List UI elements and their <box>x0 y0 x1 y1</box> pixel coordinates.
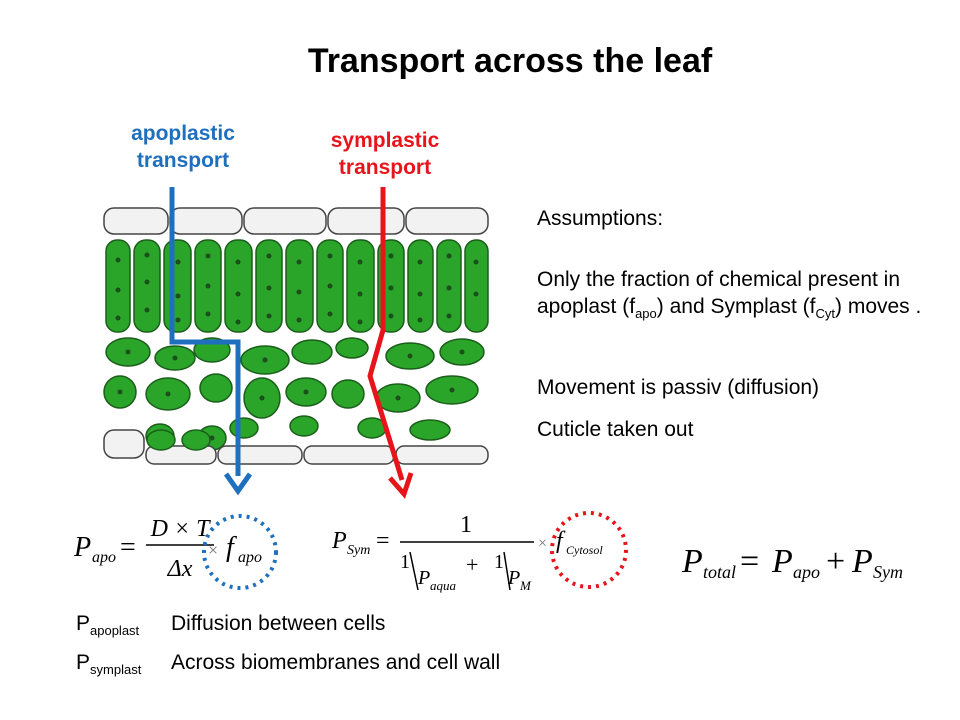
eq-sym-term1-den-sub: aqua <box>430 578 457 593</box>
equation-p-sym: P Sym = 1 1 P aqua + 1 P M × f Cytosol <box>331 511 628 593</box>
equation-p-total: P total = P apo + P Sym <box>681 543 903 582</box>
legend-symplast-symbol: Psymplast <box>76 651 171 678</box>
legend-apoplast-desc: Diffusion between cells <box>171 612 386 635</box>
apoplastic-route-arrow <box>169 187 253 496</box>
eq-total-plus: + <box>826 543 845 580</box>
eq-sym-term2-num: 1 <box>494 551 504 573</box>
assumptions-heading: Assumptions: <box>537 207 664 230</box>
eq-sym-term2-den-sub: M <box>519 578 532 593</box>
legend-symplast-desc: Across biomembranes and cell wall <box>171 651 501 674</box>
eq-sym-term2-den: P <box>507 567 520 589</box>
eq-apo-equals: = <box>120 532 136 563</box>
eq-total-term2: P <box>851 543 873 580</box>
symplastic-route-arrow <box>367 187 414 499</box>
assumption-1-part3: ) moves . <box>835 295 922 318</box>
equation-p-apo: P apo = D × T Δx × f apo <box>73 514 278 590</box>
symplastic-label-line1: symplastic <box>330 129 440 152</box>
palisade-cells <box>105 239 489 333</box>
assumption-fraction: Only the fraction of chemical present in… <box>537 266 937 320</box>
eq-sym-term1-den: P <box>417 567 430 589</box>
apoplastic-label-line2: transport <box>136 149 230 172</box>
assumption-1-sub-cyt: Cyt <box>815 306 836 322</box>
eq-apo-factor: f <box>226 532 237 563</box>
eq-sym-factor-sub: Cytosol <box>566 543 603 557</box>
eq-total-equals: = <box>740 543 759 580</box>
eq-sym-term2-slash <box>503 551 511 591</box>
eq-sym-highlight-circle <box>550 511 628 589</box>
page-title: Transport across the leaf <box>307 42 713 80</box>
legend-apoplast-sub: apoplast <box>90 623 140 639</box>
eq-sym-factor: f <box>556 528 566 554</box>
eq-sym-plus: + <box>466 552 478 577</box>
symplastic-transport-label: symplastic transport <box>310 127 460 181</box>
assumption-passive-movement: Movement is passiv (diffusion) <box>537 376 820 399</box>
legend-apoplast-p: P <box>76 612 91 635</box>
eq-total-term1-sub: apo <box>793 562 820 582</box>
assumption-1-sub-apo: apo <box>635 306 657 322</box>
assumption-cuticle: Cuticle taken out <box>537 418 694 441</box>
apoplastic-transport-label: apoplastic transport <box>108 120 258 174</box>
assumption-1-part1: Only the fraction of chemical present in… <box>537 268 901 318</box>
eq-apo-lhs: P <box>73 532 91 563</box>
eq-apo-factor-sub: apo <box>238 549 262 566</box>
eq-sym-term1-slash <box>409 551 419 591</box>
eq-apo-times: × <box>208 540 218 560</box>
eq-sym-numerator: 1 <box>460 512 472 538</box>
eq-total-lhs-sub: total <box>703 562 736 582</box>
chloroplasts <box>115 252 479 441</box>
guard-cells <box>146 429 211 451</box>
apoplastic-label-line1: apoplastic <box>131 122 235 145</box>
eq-apo-denominator: Δx <box>167 556 193 582</box>
eq-sym-times: × <box>538 535 547 552</box>
legend-symplast-p: P <box>76 651 91 674</box>
eq-sym-equals: = <box>376 528 390 554</box>
upper-epidermis <box>103 207 489 235</box>
eq-sym-lhs: P <box>331 528 347 554</box>
eq-apo-lhs-sub: apo <box>92 549 116 566</box>
eq-apo-numerator: D × T <box>150 516 212 542</box>
eq-total-term1: P <box>771 543 793 580</box>
symplastic-label-line2: transport <box>338 156 432 179</box>
eq-sym-term1-num: 1 <box>400 551 410 573</box>
eq-total-term2-sub: Sym <box>873 562 903 582</box>
legend-apoplast-symbol: Papoplast <box>76 612 171 639</box>
leaf-tissue <box>103 200 490 465</box>
legend-symplast-sub: symplast <box>90 662 142 678</box>
eq-sym-lhs-sub: Sym <box>347 543 370 558</box>
assumption-1-part2: ) and Symplast (f <box>656 295 816 318</box>
eq-apo-highlight-circle <box>202 514 278 590</box>
eq-total-lhs: P <box>681 543 703 580</box>
